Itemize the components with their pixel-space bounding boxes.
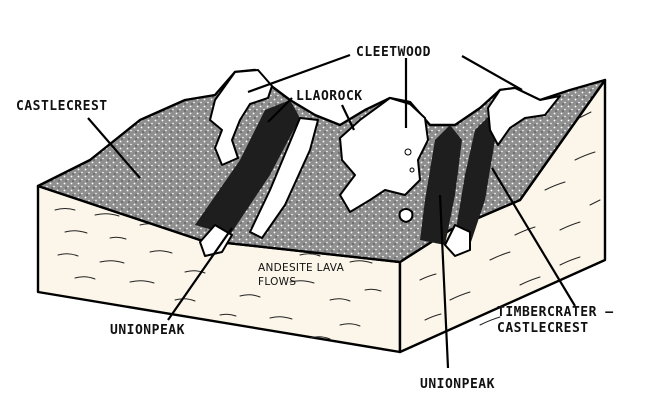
label-cleetwood: CLEETWOOD — [356, 45, 431, 60]
label-unionpeak-bottom: UNIONPEAK — [420, 377, 495, 392]
leader-llaorock-right — [341, 104, 355, 131]
mountain-surface — [36, 68, 607, 264]
leader-lines — [87, 53, 576, 369]
leader-castlecrest — [87, 117, 141, 179]
label-andesite-line2: FLOWS — [258, 276, 296, 288]
leader-cleetwood-left — [247, 53, 351, 94]
labels: CLEETWOOD CASTLECREST LLAOROCK ANDESITE … — [16, 45, 614, 392]
label-timbercrater-line2: CASTLECREST — [497, 321, 589, 336]
label-llaorock: LLAOROCK — [296, 89, 363, 104]
leader-unionpeak-bottom — [438, 194, 450, 369]
label-timbercrater-line1: TIMBERCRATER – — [497, 305, 614, 320]
label-unionpeak-left: UNIONPEAK — [110, 323, 185, 338]
side-face-texture — [419, 111, 601, 326]
leader-llaorock-left — [267, 97, 293, 123]
front-face-texture — [54, 208, 382, 340]
label-castlecrest: CASTLECREST — [16, 99, 108, 114]
leader-timbercrater — [491, 167, 576, 307]
label-andesite-line1: ANDESITE LAVA — [258, 262, 345, 274]
leader-unionpeak-left — [167, 227, 233, 321]
leader-cleetwood-right — [461, 55, 523, 91]
